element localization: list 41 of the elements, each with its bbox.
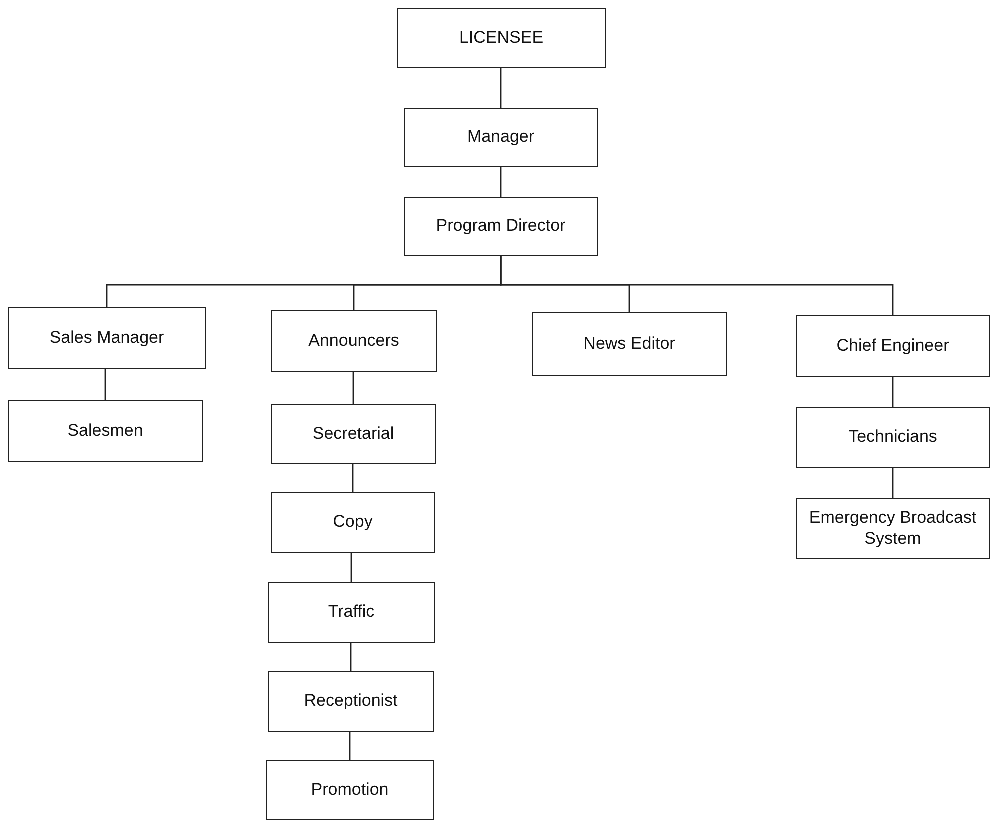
- org-box: [404, 197, 598, 256]
- connector-line: [350, 643, 352, 671]
- box-label: Traffic: [328, 602, 375, 623]
- connector-line: [352, 372, 354, 404]
- box-label: LICENSEE: [459, 28, 544, 48]
- box-label: Sales Manager: [50, 328, 164, 348]
- box-label: Receptionist: [304, 691, 398, 712]
- org-box: [266, 760, 434, 820]
- box-label: Secretarial: [312, 424, 394, 444]
- org-box: [796, 498, 990, 559]
- box-label: Copy: [333, 512, 373, 533]
- connector-line: [352, 464, 354, 492]
- connector-line: [350, 553, 352, 582]
- org-box: [8, 307, 206, 369]
- org-box: [268, 582, 435, 643]
- org-box: [404, 108, 598, 167]
- org-box: [796, 407, 990, 468]
- connector-line: [500, 256, 894, 315]
- connector-line: [104, 369, 106, 400]
- box-label: Program Director: [436, 216, 566, 237]
- connector-line: [892, 468, 894, 498]
- org-box: [8, 400, 203, 462]
- org-box: [271, 404, 436, 464]
- org-box: [796, 315, 990, 377]
- connector-line: [500, 167, 502, 197]
- connector-line: [500, 68, 502, 108]
- connector-line: [349, 732, 351, 760]
- box-label: Emergency Broadcast System: [808, 508, 978, 549]
- box-label: Salesmen: [68, 420, 144, 442]
- connector-line: [892, 377, 894, 407]
- org-box: [271, 492, 435, 553]
- org-box: [397, 8, 606, 68]
- box-label: Manager: [467, 127, 535, 148]
- box-label: Chief Engineer: [836, 336, 950, 356]
- box-label: Promotion: [311, 780, 389, 800]
- box-label: Announcers: [308, 330, 400, 352]
- box-label: News Editor: [584, 334, 676, 354]
- org-box: [532, 312, 727, 376]
- org-box: [268, 671, 434, 732]
- org-box: [271, 310, 437, 372]
- box-label: Technicians: [848, 427, 938, 448]
